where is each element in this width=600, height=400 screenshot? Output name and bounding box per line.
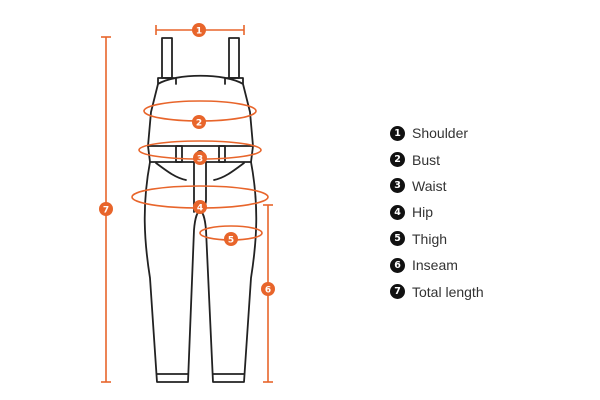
legend-item-waist: 3 Waist <box>390 173 484 199</box>
left-pocket <box>155 162 187 181</box>
svg-text:6: 6 <box>265 285 271 295</box>
pants-body <box>143 161 258 383</box>
svg-text:4: 4 <box>197 203 203 213</box>
svg-text:7: 7 <box>103 205 109 215</box>
legend-label: Inseam <box>412 257 458 274</box>
legend-number: 5 <box>390 231 405 247</box>
legend-item-bust: 2 Bust <box>390 146 484 172</box>
legend-label: Shoulder <box>412 125 469 142</box>
legend-label: Total length <box>412 283 484 300</box>
legend-number: 7 <box>390 284 405 300</box>
svg-text:1: 1 <box>196 26 202 36</box>
legend-number: 3 <box>390 178 405 194</box>
legend-number: 6 <box>390 257 405 273</box>
legend-item-shoulder: 1 Shoulder <box>390 120 484 146</box>
legend-item-total-length: 7 Total length <box>390 278 484 304</box>
right-strap <box>228 37 240 79</box>
legend-item-thigh: 5 Thigh <box>390 226 484 252</box>
badge-bust: 2 <box>192 115 206 129</box>
legend-label: Thigh <box>412 230 448 247</box>
belt-loop-left <box>175 145 183 163</box>
legend-label: Hip <box>412 204 434 221</box>
bib <box>147 74 254 147</box>
legend-number: 1 <box>390 125 405 141</box>
belt-loop-right <box>218 145 226 163</box>
legend-number: 4 <box>390 204 405 220</box>
svg-text:5: 5 <box>228 235 234 245</box>
badge-hip: 4 <box>193 200 207 214</box>
badge-inseam: 6 <box>261 282 275 296</box>
badge-waist: 3 <box>193 151 207 165</box>
svg-text:2: 2 <box>196 118 202 128</box>
badge-shoulder: 1 <box>192 23 206 37</box>
badge-total-length: 7 <box>99 202 113 216</box>
left-strap <box>161 37 173 79</box>
right-pocket <box>213 162 245 181</box>
svg-text:3: 3 <box>197 154 203 164</box>
legend-item-hip: 4 Hip <box>390 199 484 225</box>
measurement-badges: 1 2 3 4 5 6 7 <box>99 23 275 296</box>
measurement-legend: 1 Shoulder 2 Bust 3 Waist 4 Hip 5 Thigh … <box>390 120 484 305</box>
legend-label: Bust <box>412 151 441 168</box>
overalls-outline <box>143 37 258 383</box>
badge-thigh: 5 <box>224 232 238 246</box>
legend-item-inseam: 6 Inseam <box>390 252 484 278</box>
legend-label: Waist <box>412 177 447 194</box>
overalls-measurement-diagram: 1 2 3 4 5 6 7 <box>99 23 275 383</box>
legend-number: 2 <box>390 152 405 168</box>
